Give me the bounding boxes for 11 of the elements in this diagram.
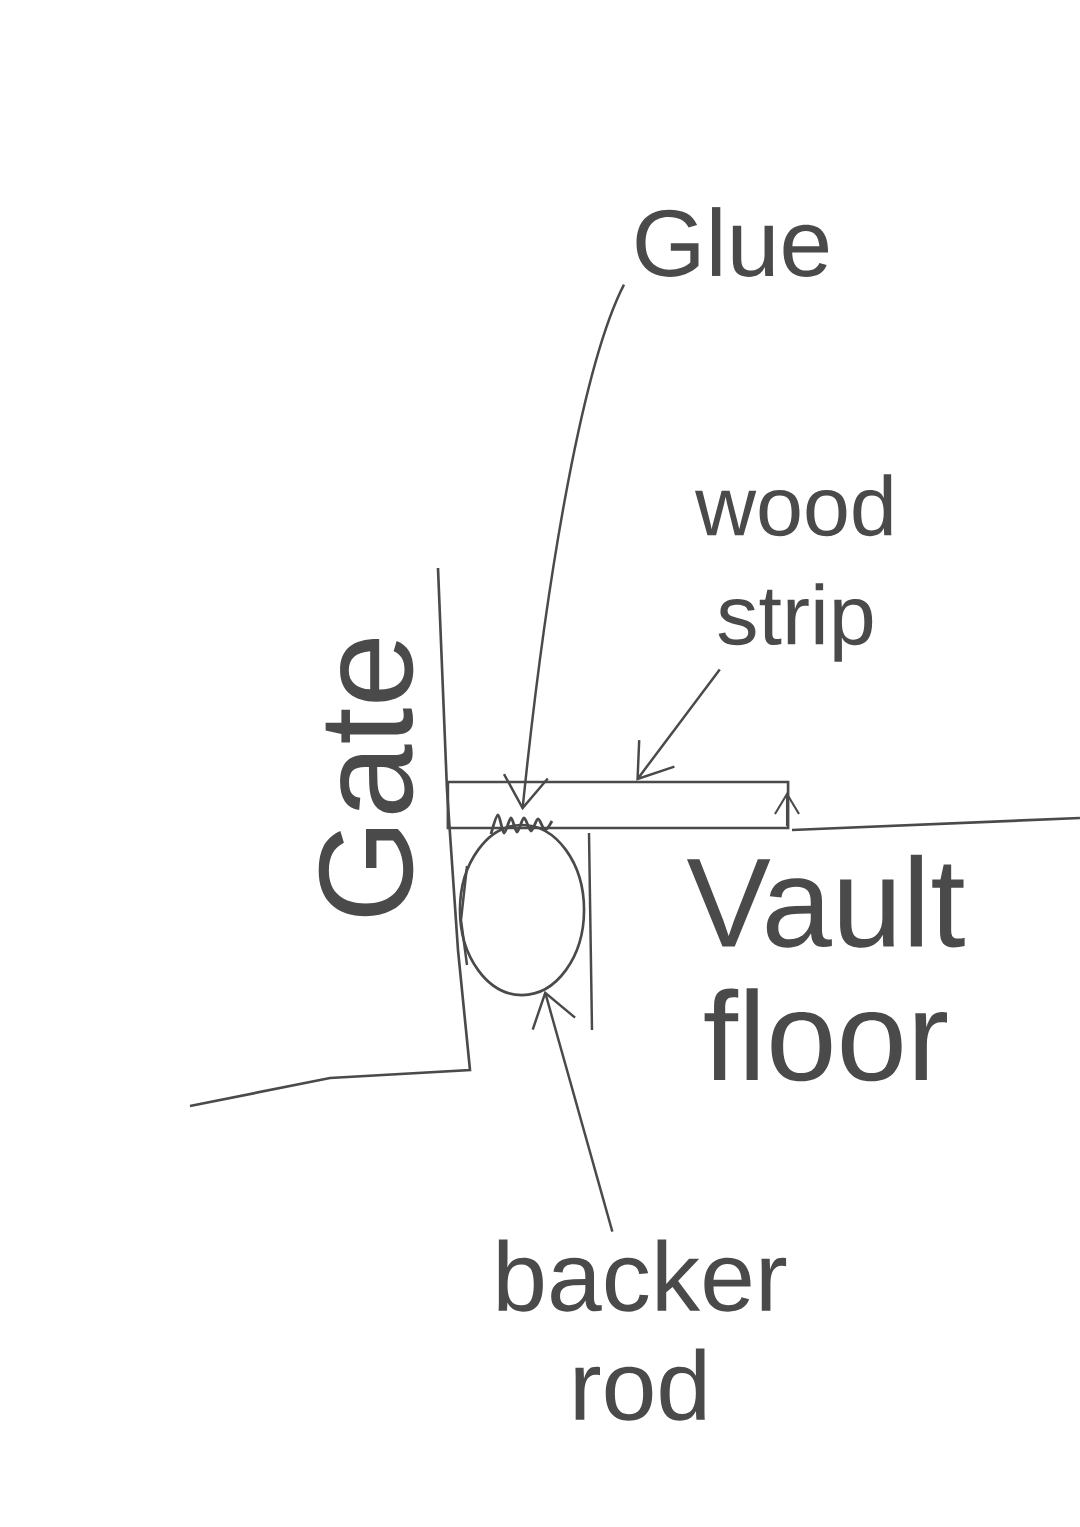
- callout-label: wood strip: [695, 474, 892, 662]
- rod-circle: [458, 823, 586, 997]
- leader-arrow: [636, 668, 721, 781]
- part-label: Gate: [318, 639, 414, 917]
- leader-arrow: [531, 990, 614, 1232]
- leader-arrow: [502, 284, 626, 811]
- part-label: Vault floor: [687, 854, 965, 1082]
- callout-label: Glue: [636, 207, 829, 277]
- strip-bar: [446, 780, 790, 830]
- callout-label: backer rod: [498, 1239, 787, 1421]
- glue-scribble: [489, 813, 554, 835]
